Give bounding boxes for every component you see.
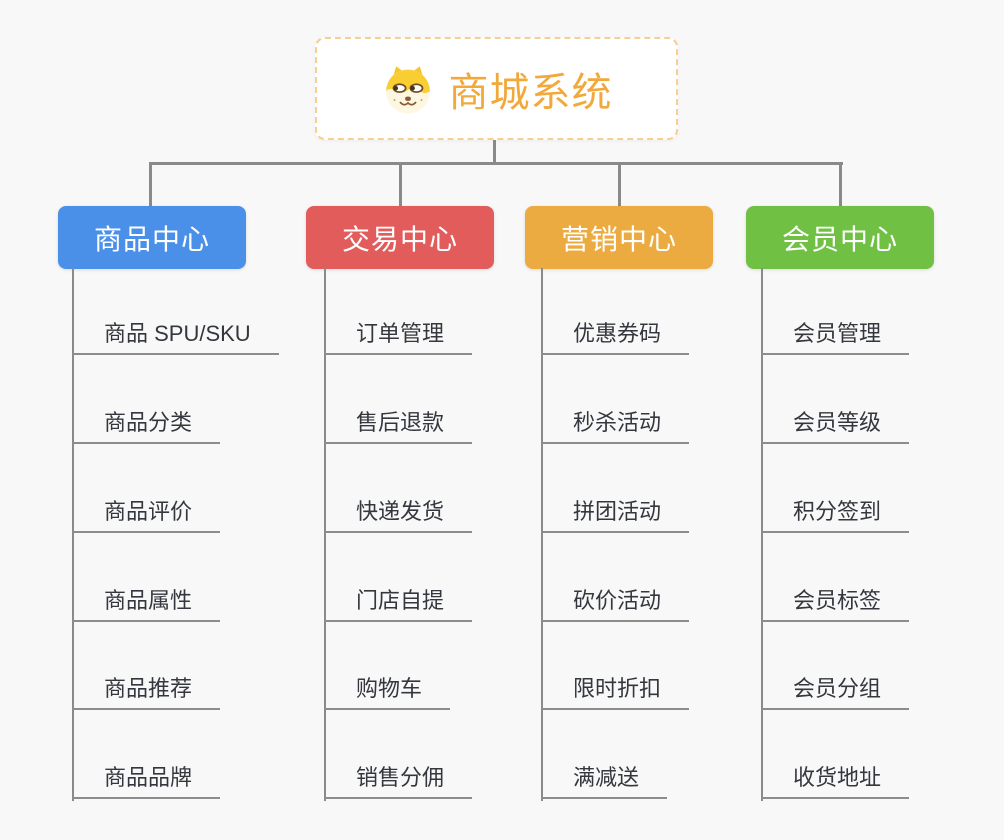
- node-item[interactable]: 秒杀活动: [541, 406, 690, 444]
- node-item[interactable]: 购物车: [324, 672, 451, 710]
- root-title: 商城系统: [448, 70, 613, 115]
- branch-trade-center[interactable]: 交易中心: [306, 206, 494, 269]
- node-item[interactable]: 商品属性: [72, 584, 221, 622]
- branch-spine-member: [761, 268, 763, 801]
- node-item[interactable]: 商品分类: [72, 406, 221, 444]
- node-item[interactable]: 限时折扣: [541, 672, 690, 710]
- connector-drop-member: [839, 163, 842, 207]
- branch-label: 交易中心: [341, 223, 458, 255]
- branch-product-center[interactable]: 商品中心: [58, 206, 246, 269]
- node-item[interactable]: 会员分组: [761, 672, 910, 710]
- branch-member-center[interactable]: 会员中心: [746, 206, 934, 269]
- node-item[interactable]: 订单管理: [324, 317, 473, 355]
- node-item[interactable]: 拼团活动: [541, 495, 690, 533]
- branch-label: 商品中心: [93, 223, 210, 255]
- node-item[interactable]: 门店自提: [324, 584, 473, 622]
- node-item[interactable]: 会员等级: [761, 406, 910, 444]
- connector-root-drop: [493, 140, 496, 163]
- branch-marketing-center[interactable]: 营销中心: [525, 206, 713, 269]
- branch-spine-trade: [324, 268, 326, 801]
- branch-spine-product: [72, 268, 74, 801]
- root-node-mall-system[interactable]: 商城系统: [315, 37, 678, 140]
- node-item[interactable]: 砍价活动: [541, 584, 690, 622]
- node-item[interactable]: 商品评价: [72, 495, 221, 533]
- branch-spine-marketing: [541, 268, 543, 801]
- node-item[interactable]: 会员管理: [761, 317, 910, 355]
- node-item[interactable]: 优惠券码: [541, 317, 690, 355]
- connector-drop-marketing: [618, 163, 621, 207]
- shiba-dog-icon: [381, 62, 435, 116]
- connector-drop-product: [149, 163, 152, 207]
- node-item[interactable]: 积分签到: [761, 495, 910, 533]
- node-item[interactable]: 收货地址: [761, 761, 910, 799]
- node-item[interactable]: 满减送: [541, 761, 668, 799]
- node-item[interactable]: 商品 SPU/SKU: [72, 317, 279, 355]
- connector-trunk: [149, 162, 843, 165]
- branch-label: 会员中心: [781, 223, 898, 255]
- node-item[interactable]: 会员标签: [761, 584, 910, 622]
- connector-drop-trade: [399, 163, 402, 207]
- node-item[interactable]: 商品品牌: [72, 761, 221, 799]
- node-item[interactable]: 快递发货: [324, 495, 473, 533]
- node-item[interactable]: 商品推荐: [72, 672, 221, 710]
- node-item[interactable]: 售后退款: [324, 406, 473, 444]
- node-item[interactable]: 销售分佣: [324, 761, 473, 799]
- branch-label: 营销中心: [560, 223, 677, 255]
